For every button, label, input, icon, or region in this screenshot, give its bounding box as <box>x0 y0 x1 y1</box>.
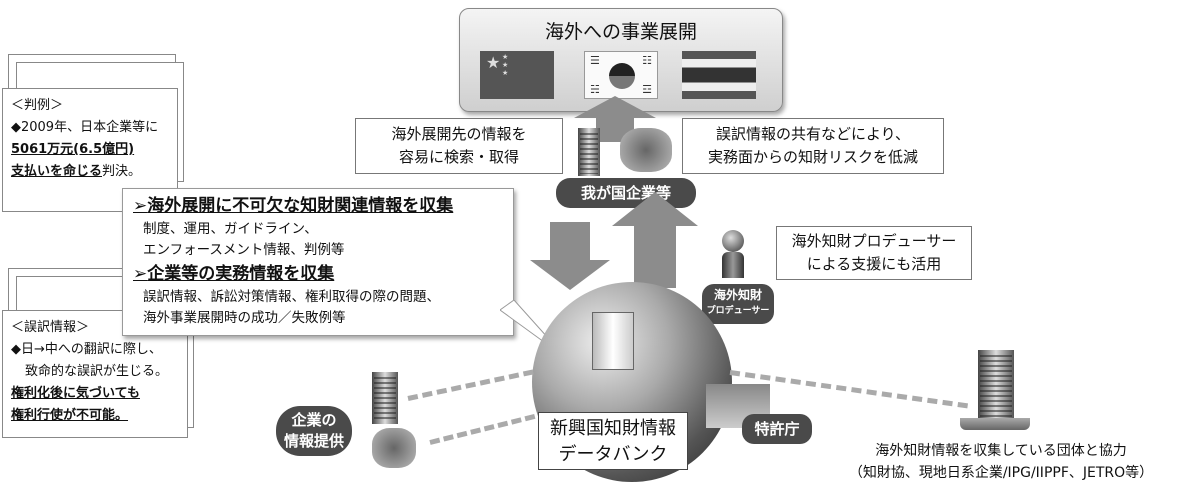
dash-company-left <box>407 369 534 401</box>
partner-building-icon <box>978 350 1014 420</box>
case-line1: ◆2009年、日本企業等に <box>11 120 159 135</box>
callout-heading-1: ➢海外展開に不可欠な知財関連情報を収集 <box>133 196 454 216</box>
partner-line2: （知財協、現地日系企業/IPG/IIPPF、JETRO等） <box>848 465 1154 481</box>
building-icon <box>578 128 600 176</box>
error-line3: 権利化後に気づいても <box>11 386 140 401</box>
overseas-expansion-title: 海外への事業展開 <box>544 21 697 43</box>
producer-support-box: 海外知財プロデューサー による支援にも活用 <box>776 226 972 280</box>
database-server-icon <box>592 312 634 370</box>
error-line4: 権利行使が不可能。 <box>11 408 129 423</box>
callout-sub-1a: 制度、運用、ガイドライン、 <box>143 221 318 237</box>
search-info-line1: 海外展開先の情報を <box>391 125 527 143</box>
producer-support-line1: 海外知財プロデューサー <box>791 232 957 250</box>
databank-label: 新興国知財情報 データバンク <box>538 412 688 470</box>
error-heading: ＜誤訳情報＞ <box>11 320 90 335</box>
risk-reduction-line2: 実務面からの知財リスクを低減 <box>707 148 918 166</box>
producer-badge: 海外知財 プロデューサー <box>702 284 774 324</box>
case-heading: ＜判例＞ <box>11 98 64 113</box>
info-collection-callout: ➢海外展開に不可欠な知財関連情報を収集 制度、運用、ガイドライン、 エンフォース… <box>122 188 514 336</box>
case-verdict: 判決。 <box>102 164 142 179</box>
company-worker-icon <box>372 428 416 468</box>
china-flag: ★ ★★★ <box>480 51 554 99</box>
error-line1: ◆日→中への翻訳に際し、 <box>11 342 162 357</box>
company-building-icon <box>372 372 398 424</box>
databank-line1: 新興国知財情報 <box>550 418 676 439</box>
company-info-line1: 企業の <box>291 411 337 429</box>
callout-sub-2b: 海外事業展開時の成功／失敗例等 <box>143 310 346 326</box>
callout-sub-1b: エンフォースメント情報、判例等 <box>143 242 345 258</box>
error-line2: 致命的な誤訳が生じる。 <box>25 364 169 379</box>
producer-body-icon <box>722 252 744 278</box>
search-info-line2: 容易に検索・取得 <box>398 148 519 166</box>
case-document: ＜判例＞ ◆2009年、日本企業等に 5061万元(6.5億円) 支払いを命じる… <box>2 88 178 212</box>
callout-heading-2: ➢企業等の実務情報を収集 <box>133 264 335 284</box>
producer-badge-line2: プロデューサー <box>706 306 770 316</box>
partner-text: 海外知財情報を収集している団体と協力 （知財協、現地日系企業/IPG/IIPPF… <box>820 440 1182 484</box>
partner-line1: 海外知財情報を収集している団体と協力 <box>875 443 1127 459</box>
overseas-expansion-box: 海外への事業展開 ★ ★★★ ☰ ☷ ☵ ☲ <box>459 8 783 112</box>
callout-sub-2a: 誤訳情報、訴訟対策情報、権利取得の際の問題、 <box>143 289 440 305</box>
risk-reduction-line1: 誤訳情報の共有などにより、 <box>715 125 911 143</box>
up-arrow-databank <box>612 192 698 288</box>
jpo-badge: 特許庁 <box>742 414 812 444</box>
thailand-flag <box>682 51 756 99</box>
case-amount: 5061万元(6.5億円) <box>11 142 135 157</box>
databank-line2: データバンク <box>558 444 668 465</box>
producer-support-line2: による支援にも活用 <box>806 255 942 273</box>
producer-badge-line1: 海外知財 <box>713 288 762 302</box>
down-arrow <box>530 222 610 290</box>
company-info-badge: 企業の 情報提供 <box>276 406 352 456</box>
up-arrow-expansion <box>574 96 656 142</box>
search-info-box: 海外展開先の情報を 容易に検索・取得 <box>355 118 563 174</box>
partner-base-icon <box>960 418 1030 430</box>
case-order: 支払いを命じる <box>11 164 103 179</box>
worker-icon <box>620 128 672 172</box>
korea-flag: ☰ ☷ ☵ ☲ <box>584 51 658 99</box>
dash-company-right <box>429 413 536 445</box>
producer-person-icon <box>722 230 744 252</box>
company-info-line2: 情報提供 <box>283 432 344 450</box>
risk-reduction-box: 誤訳情報の共有などにより、 実務面からの知財リスクを低減 <box>682 118 944 174</box>
